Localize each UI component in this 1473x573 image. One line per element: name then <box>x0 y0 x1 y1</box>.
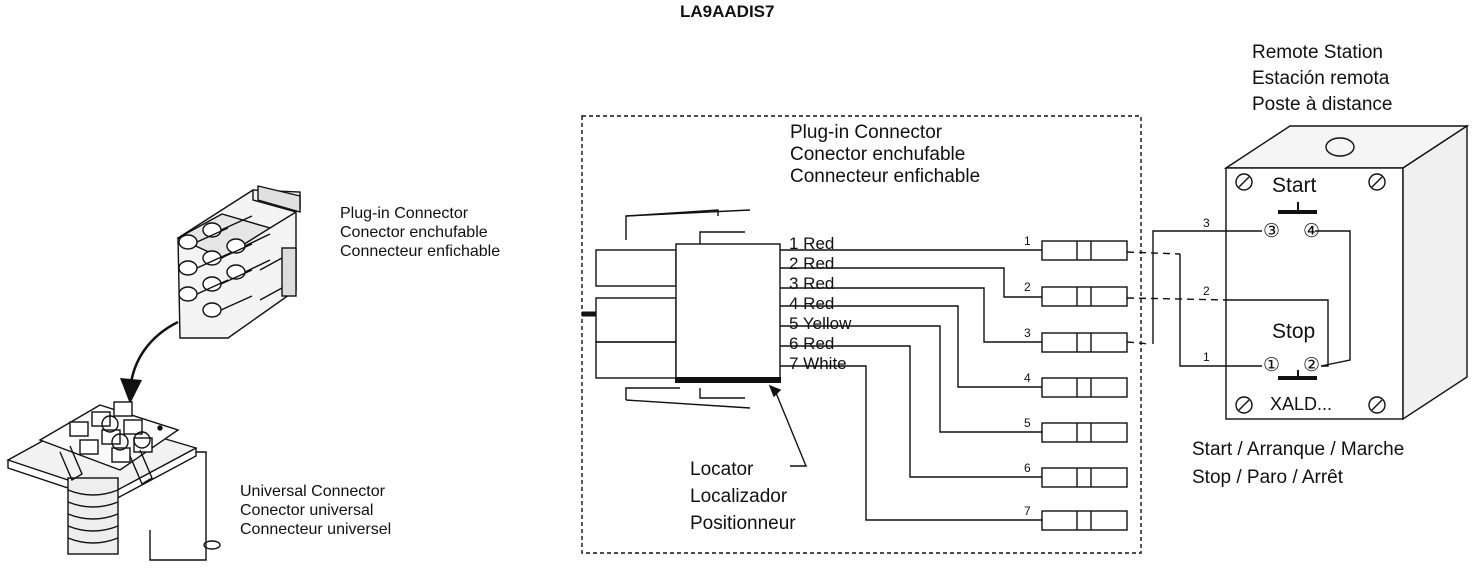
connector-boundary <box>581 115 1142 554</box>
pin-number-4: 4 <box>1024 371 1031 385</box>
wire-label-4: 4 Red <box>789 294 835 313</box>
start-label: Start <box>1272 174 1317 197</box>
remote-wire-number-1: 1 <box>1203 350 1210 364</box>
wire-label-6: 6 Red <box>789 334 835 353</box>
terminal-4: ④ <box>1303 221 1321 242</box>
wire-label-7: 7 White <box>789 354 847 373</box>
stop-label: Stop <box>1272 320 1316 343</box>
wire-label-5: 5 Yellow <box>789 314 852 333</box>
universal-connector-label: Universal Connector Conector universal C… <box>240 483 392 538</box>
remote-wire-number-2: 2 <box>1203 284 1210 298</box>
locator-label: Locator Localizador Positionneur <box>690 459 796 534</box>
center-plug-label: Plug-in Connector Conector enchufable Co… <box>790 122 981 187</box>
remote-station-title: Remote Station Estación remota Poste à d… <box>1252 42 1393 115</box>
pin-number-5: 5 <box>1024 416 1031 430</box>
locator-pointer <box>768 384 808 467</box>
pin-number-6: 6 <box>1024 461 1031 475</box>
insertion-arrow <box>120 320 179 404</box>
terminal-1: ① <box>1263 355 1281 376</box>
start-stop-legend: Start / Arranque / Marche Stop / Paro / … <box>1192 439 1405 488</box>
pin-number-1: 1 <box>1024 234 1031 248</box>
universal-connector-drawing <box>6 401 221 561</box>
pin-number-7: 7 <box>1024 504 1031 518</box>
terminal-2: ② <box>1303 355 1321 376</box>
wire-label-3: 3 Red <box>789 274 835 293</box>
connector-body <box>582 209 781 409</box>
wire-routes <box>780 249 1042 521</box>
wire-label-1: 1 Red <box>789 234 835 253</box>
remote-wiring <box>1126 230 1351 367</box>
terminal-blocks <box>1041 240 1128 531</box>
remote-wire-number-3: 3 <box>1203 216 1210 230</box>
diagram-title: LA9AADIS7 <box>680 2 775 21</box>
pin-number-2: 2 <box>1024 280 1031 294</box>
plug-in-connector-drawing <box>176 185 301 339</box>
terminal-3: ③ <box>1263 221 1281 242</box>
model-label: XALD... <box>1270 394 1333 414</box>
pin-number-3: 3 <box>1024 326 1031 340</box>
left-plug-label: Plug-in Connector Conector enchufable Co… <box>340 205 501 260</box>
wire-label-2: 2 Red <box>789 254 835 273</box>
remote-station-box <box>1223 124 1470 421</box>
